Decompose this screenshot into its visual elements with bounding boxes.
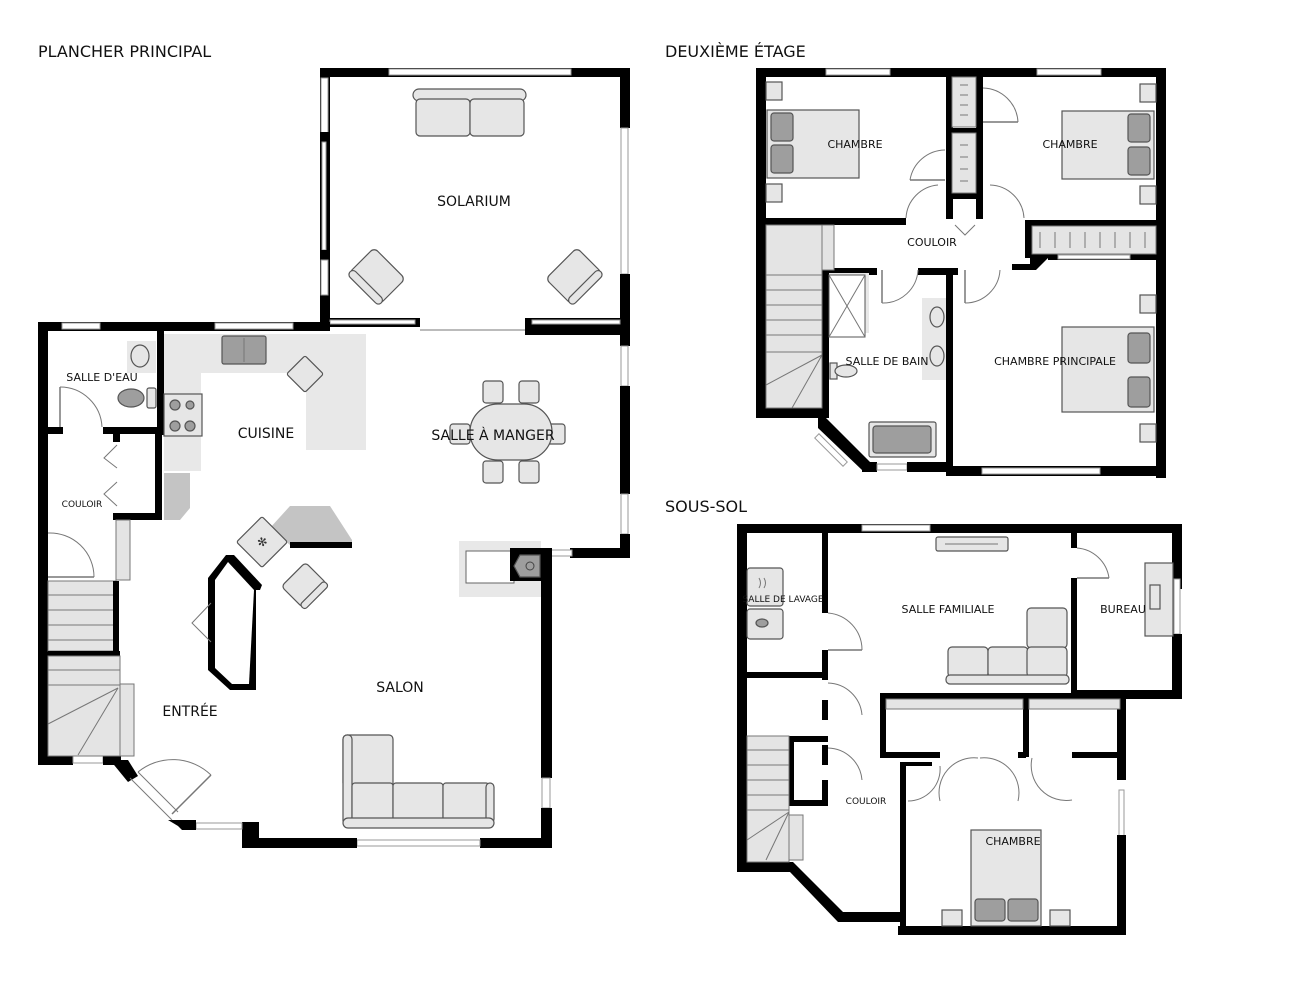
main-floor-walls [38,322,630,848]
room-label-basement-couloir: COULOIR [846,797,887,807]
second-floor-plan: DEUXIÈME ÉTAGE [665,42,1166,478]
room-label-salon: SALON [376,680,424,696]
entry-door[interactable] [129,759,212,821]
room-label-salle-a-manger: SALLE À MANGER [431,427,554,444]
room-label-entree: ENTRÉE [162,703,217,720]
room-label-bureau: BUREAU [1100,603,1146,616]
room-label-chambre-2: CHAMBRE [1042,138,1097,151]
room-label-basement-chambre: CHAMBRE [985,835,1040,848]
kitchen-island: ✻ [191,506,352,690]
room-label-salle-familiale: SALLE FAMILIALE [902,603,995,616]
closet-hangers [960,84,1146,248]
basement-title: SOUS-SOL [665,497,747,516]
dining-table: SALLE À MANGER [431,380,566,484]
main-floor-plan: PLANCHER PRINCIPAL [38,42,630,848]
room-label-chambre-1: CHAMBRE [827,138,882,151]
main-staircase [47,580,135,757]
salle-deau-room: SALLE D'EAU [38,330,164,435]
room-label-salle-deau: SALLE D'EAU [66,371,137,384]
room-label-salle-de-bain: SALLE DE BAIN [846,355,929,368]
fireplace [459,541,543,597]
room-label-salle-de-lavage: SALLE DE LAVAGE [742,595,823,605]
room-label-cuisine: CUISINE [238,426,295,442]
room-label-main-couloir: COULOIR [62,500,103,510]
second-floor-title: DEUXIÈME ÉTAGE [665,42,806,61]
basement-plan: SOUS-SOL [665,497,1182,935]
room-label-second-couloir: COULOIR [907,236,957,249]
room-label-chambre-principale: CHAMBRE PRINCIPALE [994,355,1116,368]
room-label-solarium: SOLARIUM [437,194,511,210]
solarium-room: SOLARIUM [320,68,630,336]
main-floor-title: PLANCHER PRINCIPAL [38,42,211,61]
kitchen: CUISINE [163,334,366,520]
main-couloir: COULOIR [47,432,162,581]
salon-sofa [342,734,495,829]
